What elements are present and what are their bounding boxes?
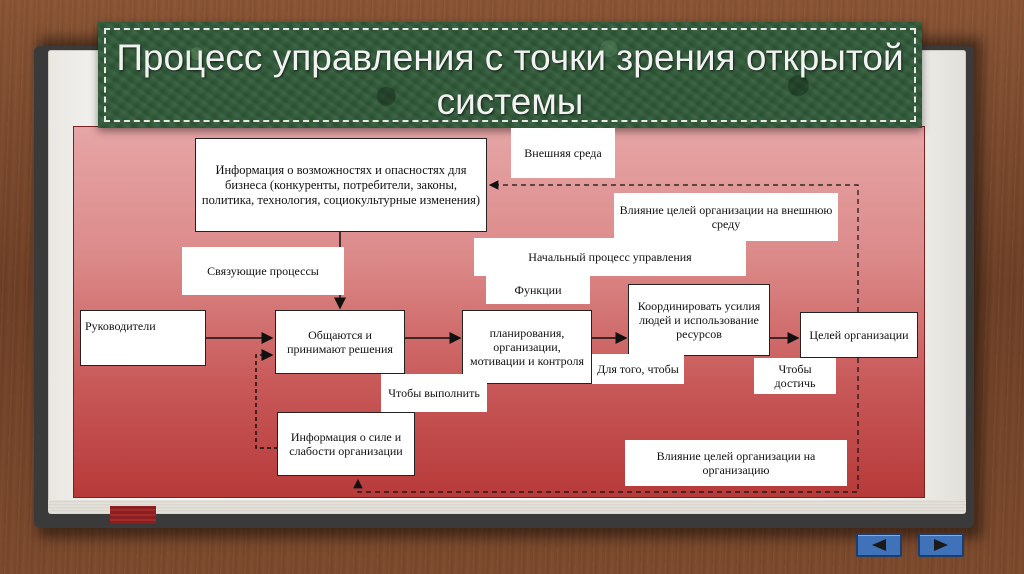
page-edges xyxy=(48,500,966,514)
organization-goals-box: Целей организации xyxy=(800,312,918,358)
arrow-left-icon xyxy=(872,539,886,551)
managers-box: Руководители xyxy=(80,310,206,366)
influence-internal-label: Влияние целей организации на организацию xyxy=(625,440,847,486)
influence-external-label: Влияние целей организации на внешнюю сре… xyxy=(614,193,838,241)
title-banner: Процесс управления с точки зрения открыт… xyxy=(98,22,922,128)
communicate-decide-box: Общаются и принимают решения xyxy=(275,310,405,374)
info-environment-box: Информация о возможностях и опасностях д… xyxy=(195,138,487,232)
prev-slide-button[interactable] xyxy=(856,533,902,557)
arrow-right-icon xyxy=(934,539,948,551)
initial-process-label: Начальный процесс управления xyxy=(474,238,746,276)
linking-processes-label: Связующие процессы xyxy=(182,247,344,295)
bookmark-ribbon xyxy=(110,506,156,524)
info-internal-box: Информация о силе и слабости организации xyxy=(277,412,415,476)
in-order-to-label: Для того, чтобы xyxy=(592,354,684,384)
coordinate-box: Координировать усилия людей и использова… xyxy=(628,284,770,356)
external-environment-label: Внешняя среда xyxy=(511,128,615,178)
next-slide-button[interactable] xyxy=(918,533,964,557)
slide-title: Процесс управления с точки зрения открыт… xyxy=(116,37,904,122)
functions-label: Функции xyxy=(486,276,590,304)
planning-functions-box: планирования, организации, мотивации и к… xyxy=(462,310,592,384)
to-achieve-label: Чтобы достичь xyxy=(754,358,836,394)
to-execute-label: Чтобы выполнить xyxy=(381,374,487,412)
